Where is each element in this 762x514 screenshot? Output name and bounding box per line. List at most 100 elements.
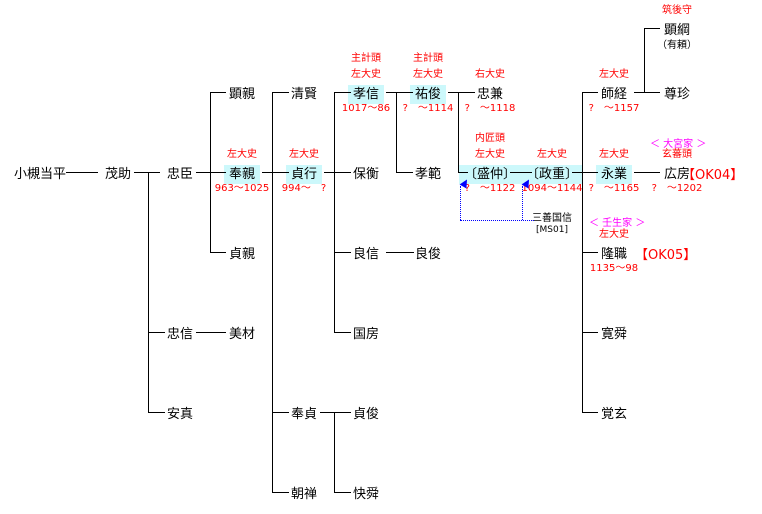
miyoshi-name: 三善国信 xyxy=(532,213,572,224)
person-node: 広房玄蕃頭? 〜1202 xyxy=(652,149,703,194)
connector-line xyxy=(334,332,351,333)
person-name: 奉貞 xyxy=(290,407,318,422)
life-dates: ? 〜1157 xyxy=(588,103,640,114)
connector-line xyxy=(196,332,226,333)
person-node: 良信 xyxy=(348,243,384,264)
person-node: 茂助 xyxy=(100,163,136,184)
person-name: 祐俊 xyxy=(409,85,447,104)
connector-line xyxy=(634,172,660,173)
life-dates: 1135〜98 xyxy=(589,263,639,274)
person-node: 美材 xyxy=(224,323,260,344)
office-title: 右大史 xyxy=(474,69,505,80)
miyoshi-code: [MS01] xyxy=(536,225,568,235)
connector-line xyxy=(148,332,165,333)
person-node: 保衡 xyxy=(348,163,384,184)
person-name: 奉親 xyxy=(223,165,261,184)
person-name: 快舜 xyxy=(352,487,380,502)
connector-line xyxy=(582,332,598,333)
connector-line xyxy=(634,92,660,93)
life-dates: ? 〜1114 xyxy=(402,103,454,114)
connector-line xyxy=(134,172,160,173)
life-dates: 963〜1025 xyxy=(214,183,270,194)
connector-line xyxy=(262,172,289,173)
connector-line xyxy=(320,412,351,413)
person-node: 師経 左大史 ? 〜1157 xyxy=(589,69,640,114)
person-name: 〔盛仲〕 xyxy=(458,165,522,184)
life-dates: ? 〜1118 xyxy=(464,103,516,114)
person-name: 清賢 xyxy=(290,87,318,102)
person-node: 清賢 xyxy=(286,83,322,104)
person-node: 貞俊 xyxy=(348,403,384,424)
house-mibu-label: ＜ 壬生家 ＞ xyxy=(589,218,646,229)
connector-line xyxy=(334,92,335,333)
adoption-line xyxy=(522,186,523,220)
office-title: 左大史 xyxy=(226,149,257,160)
person-name: 寛舜 xyxy=(600,327,628,342)
person-node: 顕親 xyxy=(224,83,260,104)
connector-line xyxy=(334,492,351,493)
person-name: 顕親 xyxy=(228,87,256,102)
connector-line xyxy=(324,172,351,173)
connector-line xyxy=(334,92,351,93)
office-title: 左大史 xyxy=(598,149,629,160)
person-node: 顕綱筑後守（有頼） xyxy=(657,5,697,52)
connector-line xyxy=(448,92,475,93)
person-name: 孝信 xyxy=(347,85,385,104)
connector-line xyxy=(582,92,583,413)
person-name: 広房 xyxy=(663,167,691,182)
life-dates: 1094〜1144 xyxy=(521,183,583,194)
connector-line xyxy=(644,28,660,29)
office-title: 内匠頭 xyxy=(474,133,505,144)
connector-line xyxy=(386,92,413,93)
person-node: 孝範 xyxy=(410,163,446,184)
person-node: 忠臣 xyxy=(162,163,198,184)
tag-ok04: 【OK04】 xyxy=(682,168,744,183)
person-name: 顕綱 xyxy=(663,23,690,38)
person-name: 永業 xyxy=(595,165,633,184)
connector-line xyxy=(272,92,289,93)
life-dates: ? 〜1165 xyxy=(588,183,640,194)
connector-line xyxy=(272,412,289,413)
office-title: 左大史 xyxy=(412,69,443,80)
office-title: 左大史 xyxy=(598,69,629,80)
person-name: 貞俊 xyxy=(352,407,380,422)
person-name: 美材 xyxy=(228,327,256,342)
office-title: 左大史 xyxy=(474,149,505,160)
person-node: 寛舜 xyxy=(596,323,632,344)
person-node: 小槻当平 xyxy=(9,163,71,184)
office-title: 主計頭 xyxy=(412,53,443,64)
connector-line xyxy=(148,172,149,413)
adoption-line xyxy=(460,220,534,221)
tag-ok05: 【OK05】 xyxy=(635,248,697,263)
office-title: 筑後守 xyxy=(662,5,692,16)
person-node: 国房 xyxy=(348,323,384,344)
person-name: 保衡 xyxy=(352,167,380,182)
connector-line xyxy=(572,172,598,173)
adoption-line xyxy=(460,186,461,220)
connector-line xyxy=(272,92,273,493)
connector-line xyxy=(66,172,98,173)
person-node: 朝禅 xyxy=(286,483,322,504)
connector-line xyxy=(196,172,226,173)
connector-line xyxy=(510,172,532,173)
connector-line xyxy=(210,92,226,93)
person-node: 尊珍 xyxy=(659,83,695,104)
miyoshi-kuninobu: 三善国信 [MS01] xyxy=(532,213,572,235)
person-node: 奉親 左大史 963〜1025 xyxy=(215,149,270,194)
connector-line xyxy=(644,28,645,93)
person-name: 〔政重〕 xyxy=(520,165,584,184)
person-name: 忠信 xyxy=(166,327,194,342)
connector-line xyxy=(210,252,226,253)
person-name: 良俊 xyxy=(414,247,442,262)
person-name: 貞行 xyxy=(285,165,323,184)
person-node: 祐俊 主計頭左大史 ? 〜1114 xyxy=(403,53,454,114)
person-node: 安真 xyxy=(162,403,198,424)
person-name: 師経 xyxy=(600,87,628,102)
person-node: 永業 左大史 ? 〜1165 xyxy=(589,149,640,194)
connector-line xyxy=(272,492,289,493)
